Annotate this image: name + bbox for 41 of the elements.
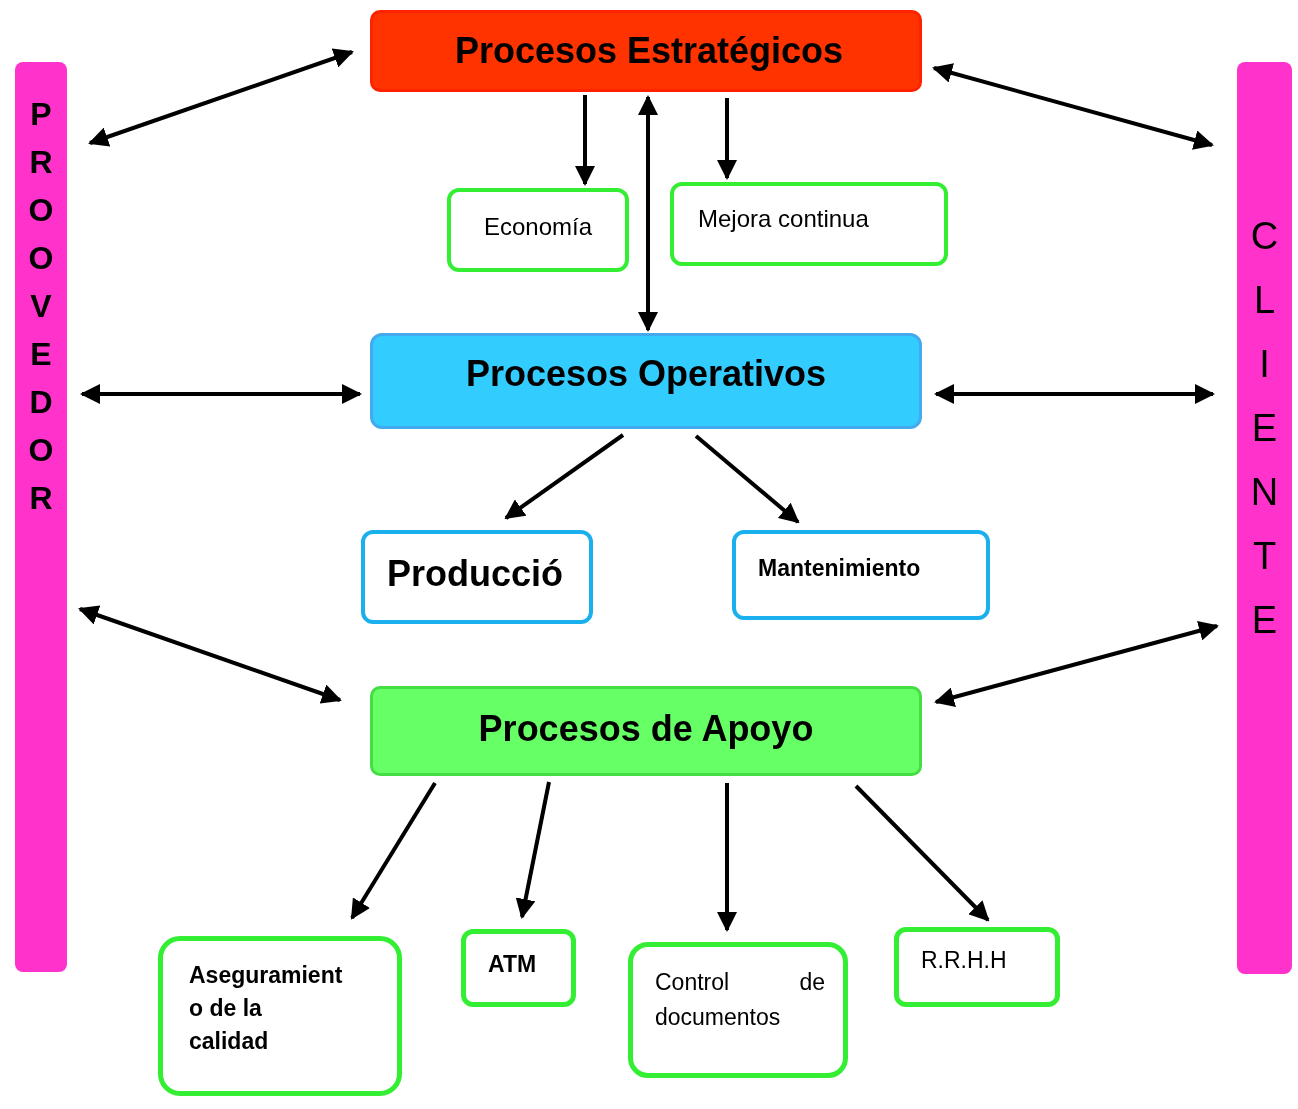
process-box	[670, 182, 948, 266]
node-label: Procesos Operativos	[464, 352, 828, 395]
node-label: Producció	[387, 552, 565, 595]
node-label: ATM	[488, 950, 538, 978]
process-box	[447, 188, 629, 272]
arrow	[88, 48, 354, 147]
arrow	[638, 95, 658, 332]
node-label: Procesos de Apoyo	[477, 707, 815, 750]
arrow	[694, 434, 800, 524]
arrow	[504, 433, 625, 520]
process-box	[628, 942, 848, 1078]
node-label: Procesos Estratégicos	[453, 29, 845, 72]
process-box	[894, 927, 1060, 1007]
arrow	[80, 384, 362, 404]
supplier-bar	[15, 62, 67, 972]
node-label: Mejora continua	[698, 204, 870, 233]
node-label: R.R.H.H	[921, 946, 1008, 974]
vertical-label: PROOVEDOR	[27, 95, 55, 518]
arrow	[78, 605, 342, 704]
strategic-process-box	[370, 10, 922, 92]
arrow	[515, 781, 551, 919]
operative-process-box	[370, 333, 922, 429]
client-bar	[1237, 62, 1292, 974]
process-box	[361, 530, 593, 624]
vertical-label: CLIENTE	[1249, 214, 1280, 643]
arrow	[932, 63, 1214, 150]
process-box	[158, 936, 402, 1096]
arrow	[717, 783, 737, 932]
arrow	[934, 384, 1215, 404]
arrow	[934, 621, 1219, 707]
support-process-box	[370, 686, 922, 776]
node-label: Mantenimiento	[758, 554, 922, 582]
node-label: Economía	[482, 212, 594, 241]
node-label: Control de documentos	[655, 968, 825, 1032]
arrow	[575, 95, 595, 186]
node-label: Aseguramient o de la calidad	[189, 961, 344, 1056]
arrow	[350, 781, 437, 920]
process-box	[732, 530, 990, 620]
arrow	[717, 98, 737, 180]
process-box	[461, 929, 576, 1007]
arrow	[854, 784, 990, 922]
